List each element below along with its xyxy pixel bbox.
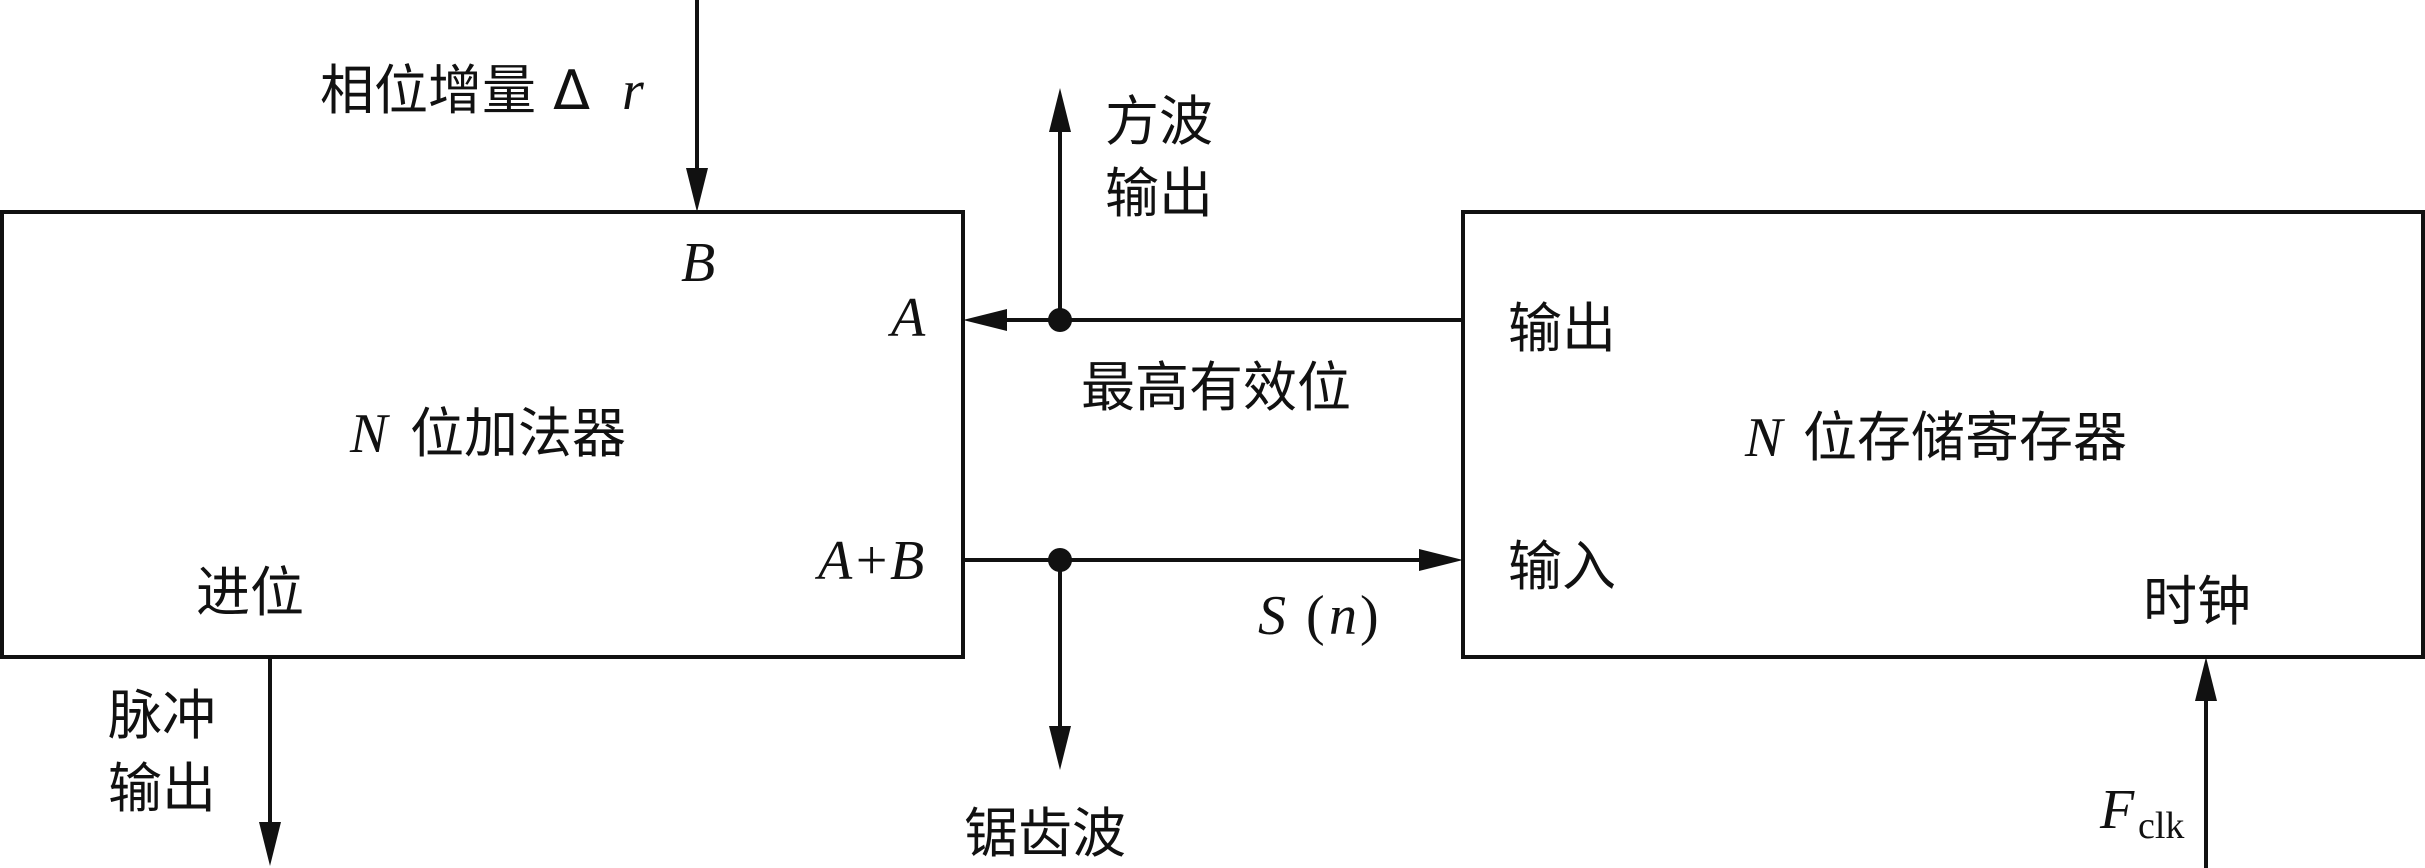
adder-title: 位加法器 bbox=[410, 402, 626, 465]
sum-label-close: ) bbox=[1360, 585, 1379, 647]
adder-title-var: N bbox=[349, 403, 390, 465]
sum-label-open: ( bbox=[1306, 585, 1325, 647]
register-port-clock: 时钟 bbox=[2143, 570, 2251, 633]
phase-increment-label: 相位增量 Δ bbox=[320, 59, 590, 122]
arrow-head-down-icon bbox=[686, 168, 708, 212]
arrow-head-up-icon bbox=[2195, 657, 2217, 701]
phase-increment-var: r bbox=[622, 60, 644, 122]
sum-label-arg: n bbox=[1329, 585, 1357, 647]
sum-label-var: S bbox=[1258, 585, 1286, 647]
arrow-head-up-icon bbox=[1049, 88, 1071, 132]
pulse-label-line2: 输出 bbox=[108, 757, 216, 820]
msb-feedback: 最高有效位 方波 输出 bbox=[963, 88, 1463, 419]
clock-input: F clk bbox=[2099, 657, 2217, 868]
register-port-out: 输出 bbox=[1508, 297, 1616, 360]
square-wave-label-line1: 方波 bbox=[1105, 90, 1213, 153]
sawtooth-label: 锯齿波 bbox=[964, 802, 1126, 865]
pulse-label-line1: 脉冲 bbox=[108, 684, 216, 747]
arrow-head-left-icon bbox=[963, 309, 1007, 331]
adder-box bbox=[0, 210, 965, 659]
register-block: 输出 N 位存储寄存器 输入 时钟 bbox=[1461, 210, 2425, 659]
arrow-head-down-icon bbox=[1049, 726, 1071, 770]
msb-label: 最高有效位 bbox=[1081, 356, 1351, 419]
clock-label-var: F bbox=[2099, 779, 2135, 841]
adder-port-a: A bbox=[887, 287, 926, 349]
register-box bbox=[1461, 210, 2425, 659]
adder-port-sum: A+B bbox=[814, 530, 924, 592]
phase-increment-input: 相位增量 Δ r bbox=[320, 0, 708, 212]
sum-path: 锯齿波 S ( n ) bbox=[963, 548, 1463, 865]
register-title: 位存储寄存器 bbox=[1803, 406, 2127, 469]
square-wave-label-line2: 输出 bbox=[1105, 162, 1213, 225]
pulse-output: 脉冲 输出 bbox=[108, 657, 281, 866]
adder-block: B A N 位加法器 A+B 进位 bbox=[0, 210, 965, 659]
arrow-head-down-icon bbox=[259, 822, 281, 866]
adder-carry-label: 进位 bbox=[196, 561, 304, 624]
register-title-var: N bbox=[1744, 407, 1785, 469]
adder-port-b: B bbox=[681, 232, 715, 294]
clock-label-sub: clk bbox=[2138, 805, 2184, 847]
arrow-head-right-icon bbox=[1419, 549, 1463, 571]
register-port-in: 输入 bbox=[1508, 535, 1616, 598]
